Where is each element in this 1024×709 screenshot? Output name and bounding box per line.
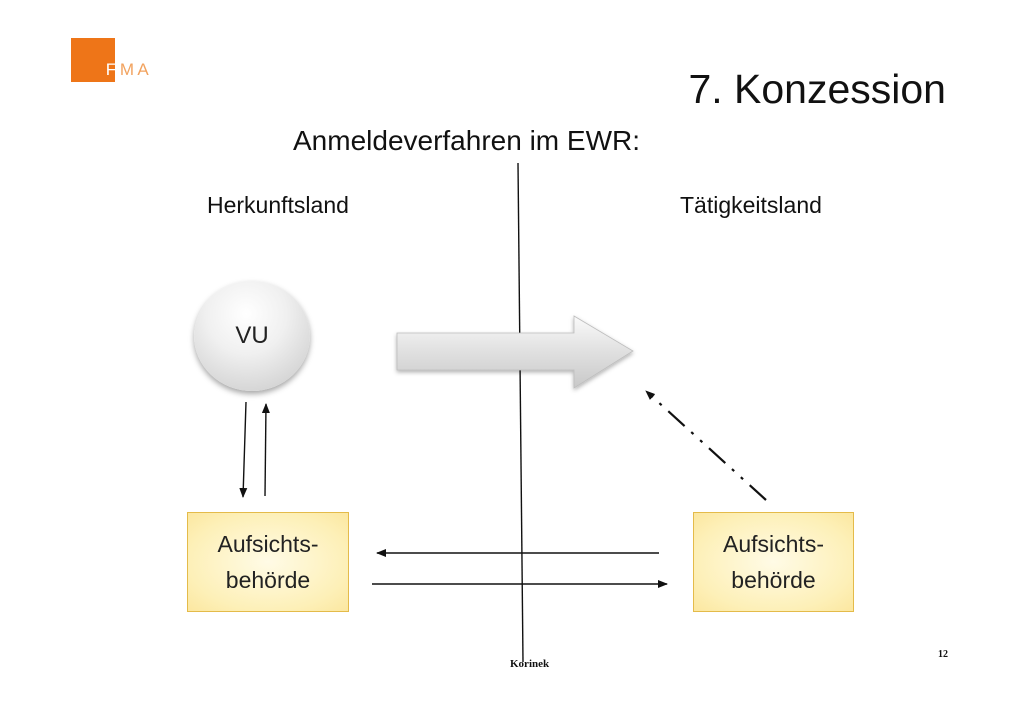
notification-big-arrow (396, 315, 634, 389)
home-authority-line2: behörde (225, 567, 311, 593)
logo-letter-a: A (137, 60, 149, 79)
home-authority-line1: Aufsichts- (217, 531, 319, 557)
home-authority-box: Aufsichts- behörde (187, 512, 349, 612)
page-number: 12 (938, 649, 948, 660)
slide-title: 7. Konzession (688, 66, 946, 112)
footer-author: Korinek (510, 658, 550, 670)
arrow-authority-to-vu (261, 403, 270, 497)
arrow-vu-to-authority (239, 401, 248, 498)
vu-label: VU (235, 322, 269, 349)
dashed-arrow-authority-to-arrow (645, 390, 767, 501)
host-authority-line1: Aufsichts- (723, 531, 824, 557)
logo-letter-m: M (119, 60, 135, 79)
border-divider-line (517, 162, 524, 663)
host-authority-box: Aufsichts- behörde (693, 512, 854, 612)
logo-square (71, 38, 115, 82)
home-country-label: Herkunftsland (207, 192, 349, 218)
host-country-label: Tätigkeitsland (680, 192, 822, 218)
host-authority-line2: behörde (731, 567, 816, 593)
slide-subtitle: Anmeldeverfahren im EWR: (293, 125, 641, 156)
vu-node: VU (194, 281, 310, 391)
logo-letter-f: F (105, 60, 117, 79)
